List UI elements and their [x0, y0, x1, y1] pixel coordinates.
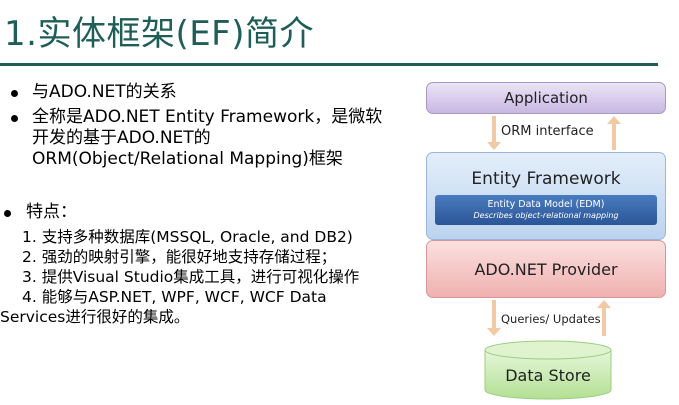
- entity-framework-label: Entity Framework: [471, 169, 621, 189]
- feature-item: 2. 强劲的映射引擎，能很好地支持存储过程；: [22, 248, 337, 266]
- bullet-text: 与ADO.NET的关系: [32, 82, 177, 102]
- feature-item: 4. 能够与ASP.NET, WPF, WCF, WCF Data Servic…: [0, 288, 327, 326]
- data-store-cylinder: Data Store: [484, 340, 612, 400]
- application-box: Application: [426, 82, 666, 114]
- features-list: 1. 支持多种数据库(MSSQL, Oracle, and DB2) 2. 强劲…: [0, 227, 410, 327]
- bullet-dot-icon: [4, 210, 11, 217]
- arrow-down-icon: [487, 300, 501, 336]
- edm-title: Entity Data Model (EDM): [487, 199, 605, 210]
- feature-item: 3. 提供Visual Studio集成工具，进行可视化操作: [22, 268, 360, 286]
- features-title: 特点：: [26, 202, 77, 222]
- entity-framework-box: Entity Framework Entity Data Model (EDM)…: [426, 152, 666, 240]
- bullet-dot-icon: [11, 115, 18, 122]
- bullet-text: 全称是ADO.NET Entity Framework，是微软开发的基于ADO.…: [32, 107, 383, 169]
- bullet-dot-icon: [11, 90, 18, 97]
- edm-subtitle: Describes object-relational mapping: [473, 211, 619, 220]
- feature-item: 1. 支持多种数据库(MSSQL, Oracle, and DB2): [22, 228, 353, 246]
- ef-architecture-diagram: Application ORM interface Entity Framewo…: [420, 78, 679, 405]
- page-title: 1.实体框架(EF)简介: [4, 14, 315, 54]
- features-heading: 特点：: [0, 202, 410, 223]
- arrow-up-icon: [607, 116, 621, 150]
- queries-updates-label: Queries/ Updates: [501, 312, 601, 326]
- bullet-item: 全称是ADO.NET Entity Framework，是微软开发的基于ADO.…: [0, 107, 392, 170]
- edm-bar: Entity Data Model (EDM) Describes object…: [435, 195, 657, 225]
- data-store-label: Data Store: [505, 365, 591, 385]
- bullet-item: 与ADO.NET的关系: [0, 82, 410, 103]
- provider-box: ADO.NET Provider: [426, 240, 666, 298]
- title-divider: [0, 63, 658, 66]
- orm-interface-label: ORM interface: [501, 124, 594, 139]
- bullet-list: 与ADO.NET的关系 全称是ADO.NET Entity Framework，…: [0, 82, 410, 327]
- arrow-up-icon: [597, 300, 611, 336]
- arrow-down-icon: [487, 116, 501, 150]
- cylinder-icon: [484, 340, 612, 400]
